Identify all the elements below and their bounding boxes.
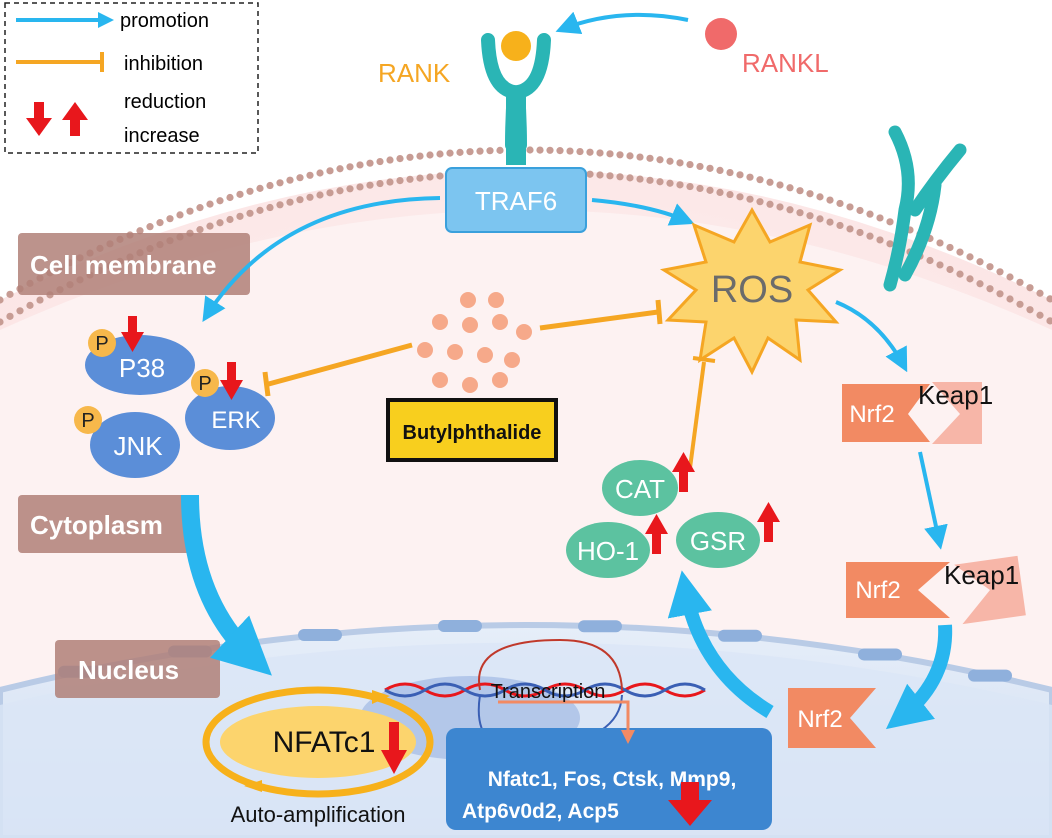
membrane-label: Cell membrane (30, 250, 216, 280)
erk-reduction-arrow-icon (220, 362, 243, 400)
target-genes-line2: Atp6v0d2, Acp5 (462, 800, 619, 823)
nrf2-nuclear (788, 688, 876, 748)
rankl-label: RANKL (742, 48, 829, 78)
keap1-label-2: Keap1 (944, 560, 1019, 590)
mapk-cluster (74, 329, 275, 478)
membrane-receptor-right (883, 125, 967, 292)
erk-label: ERK (211, 407, 260, 434)
mapk-to-nfatc1-arrow (181, 494, 272, 676)
nucleus-label: Nucleus (78, 655, 179, 685)
drug-inhibits-erk (264, 342, 413, 388)
butylphthalide-label: Butylphthalide (403, 422, 542, 444)
nfatc1-protein (220, 706, 416, 778)
keap1-dissociation-arrow (918, 451, 948, 550)
legend-promotion: promotion (120, 10, 209, 32)
cat-label: CAT (615, 474, 665, 504)
traf6-box (445, 167, 587, 233)
butylphthalide-box (386, 398, 558, 462)
drug-inhibits-ros (539, 309, 659, 331)
nrf2-label-2: Nrf2 (855, 577, 900, 604)
genes-reduction-arrow-icon (668, 782, 712, 826)
auto-amplification-loop (202, 686, 434, 798)
red-down-arrow-icon (26, 102, 52, 136)
transcription-arrow (498, 700, 630, 734)
butylphthalide-particles (417, 292, 532, 393)
legend-reduction: reduction (124, 91, 206, 113)
cytoplasm-label: Cytoplasm (30, 510, 163, 540)
auto-amplification-label: Auto-amplification (231, 802, 406, 827)
antioxidants-inhibit-ros (688, 361, 706, 469)
nrf2-label-1: Nrf2 (849, 401, 894, 428)
jnk-phospho: P (81, 410, 94, 432)
ros-label: ROS (711, 269, 793, 311)
membrane-label-box (18, 233, 250, 295)
nrf2-keap1-complex-1 (842, 382, 982, 444)
cat-increase-arrow-icon (672, 452, 695, 492)
keap1-label-1: Keap1 (918, 380, 993, 410)
erk-phospho: P (198, 373, 211, 395)
nrf2-nuclear-translocation-arrow (885, 624, 953, 730)
cytoplasm-label-box (18, 495, 198, 553)
rankl-ligand (705, 18, 737, 50)
ho1-enzyme (566, 522, 650, 578)
rankl-binding-arrow (555, 11, 689, 35)
nrf2-keap1-complex-2 (846, 555, 1026, 625)
ho1-increase-arrow-icon (645, 514, 668, 554)
legend-increase: increase (124, 125, 200, 147)
nfatc1-label: NFATc1 (273, 726, 376, 759)
traf6-label: TRAF6 (475, 186, 557, 216)
legend: promotion inhibition reduction increase (4, 2, 259, 154)
gsr-increase-arrow-icon (757, 502, 780, 542)
ros-burst (659, 206, 844, 376)
p38-label: P38 (119, 353, 165, 383)
dna-helix (384, 682, 706, 698)
p38-phospho: P (95, 333, 108, 355)
nucleus-label-box (55, 640, 220, 698)
transcription-label: Transcription (491, 681, 606, 703)
rna-loop (478, 638, 623, 691)
cat-enzyme (602, 460, 678, 516)
gsr-label: GSR (690, 526, 746, 556)
jnk-label: JNK (113, 431, 163, 461)
nrf2-to-antioxidants-arrow (667, 570, 774, 719)
legend-inhibition: inhibition (124, 53, 203, 75)
ros-to-nrf2-arrow (835, 300, 908, 373)
gsr-enzyme (676, 512, 760, 568)
traf6-to-ros-arrow (591, 198, 695, 226)
nfatc1-reduction-arrow-icon (381, 722, 407, 774)
nrf2-label-3: Nrf2 (797, 706, 842, 733)
target-genes-line1: Nfatc1, Fos, Ctsk, Mmp9, (488, 768, 737, 791)
rank-label: RANK (378, 58, 451, 88)
traf6-to-mapk-arrow (202, 196, 441, 323)
rank-receptor (481, 31, 551, 165)
ho1-label: HO-1 (577, 536, 639, 566)
red-up-arrow-icon (62, 102, 88, 136)
p38-reduction-arrow-icon (121, 316, 144, 352)
